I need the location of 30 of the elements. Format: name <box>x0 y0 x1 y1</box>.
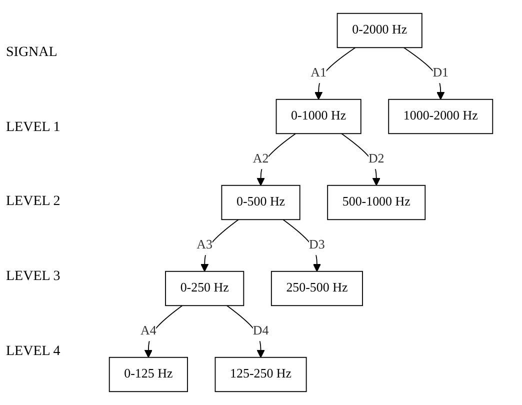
arrow <box>200 219 239 272</box>
arrow <box>226 305 265 358</box>
edge-label: A4 <box>140 324 156 338</box>
edge-label: A2 <box>252 152 269 166</box>
node-box: 125-250 Hz <box>214 356 307 392</box>
edge-label: D2 <box>368 152 384 166</box>
node-box: 0-250 Hz <box>165 270 244 306</box>
edge-label: A3 <box>196 238 213 252</box>
node-box: 0-2000 Hz <box>336 12 422 48</box>
level-label: LEVEL 3 <box>6 269 62 286</box>
node-box: 500-1000 Hz <box>327 184 426 220</box>
edge-label: D1 <box>432 66 449 80</box>
edge-label: D4 <box>252 324 269 338</box>
arrow <box>256 133 296 186</box>
node-box: 1000-2000 Hz <box>388 98 494 134</box>
arrow <box>282 219 322 272</box>
arrow <box>314 47 356 100</box>
level-label: LEVEL 1 <box>6 120 62 136</box>
node-box: 0-1000 Hz <box>276 98 362 134</box>
level-label: SIGNAL <box>6 45 58 62</box>
edge-label: D3 <box>309 238 325 252</box>
arrow <box>403 47 445 100</box>
level-label: LEVEL 4 <box>6 344 62 360</box>
node-box: 0-125 Hz <box>108 356 188 392</box>
edge-label: A1 <box>310 66 326 80</box>
node-box: 250-500 Hz <box>270 270 363 306</box>
level-label: LEVEL 2 <box>6 194 62 210</box>
arrow <box>341 133 380 186</box>
node-box: 0-500 Hz <box>221 184 300 220</box>
arrow <box>144 305 183 358</box>
